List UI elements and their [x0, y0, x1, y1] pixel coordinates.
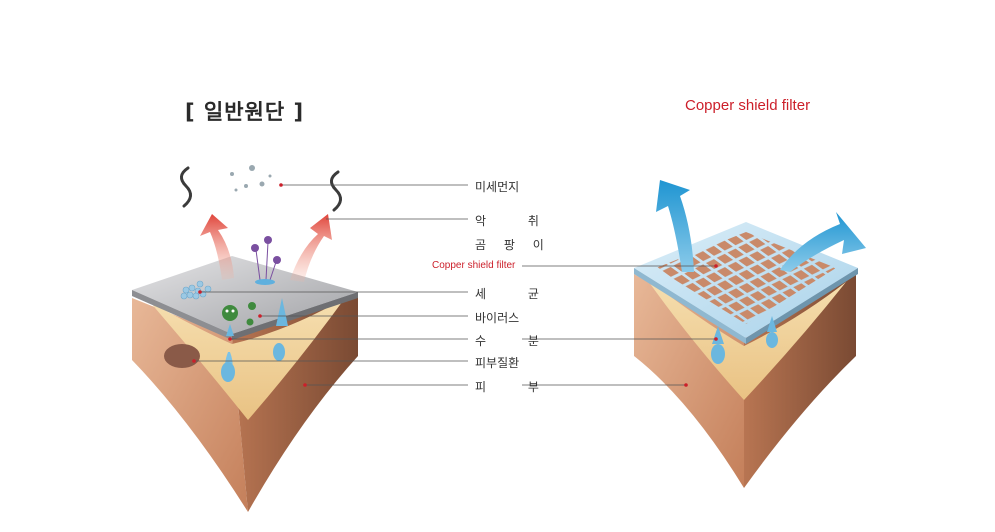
dust-particles — [230, 165, 272, 192]
callout-lines — [194, 184, 716, 386]
right-title: Copper shield filter — [685, 97, 811, 114]
copper-filter-block — [634, 180, 866, 488]
label-odor: 악 취 — [475, 214, 558, 228]
label-bacteria: 세 균 — [475, 287, 558, 301]
label-dust: 미세먼지 — [475, 180, 520, 194]
mold-group — [251, 236, 281, 285]
label-mold: 곰 팡 이 — [475, 238, 551, 252]
airflow-arrow-left — [656, 180, 694, 272]
skin-disease-spot — [164, 344, 200, 368]
smoke-left — [180, 166, 192, 208]
label-moisture: 수 분 — [475, 334, 558, 348]
left-title: [ 일반원단 ] — [185, 100, 305, 124]
callout-dots — [192, 183, 718, 387]
odor-arrow-right — [290, 214, 332, 282]
label-virus: 바이러스 — [475, 311, 520, 325]
label-filter: Copper shield filter — [432, 260, 516, 271]
virus-group — [222, 302, 256, 326]
airflow-arrow-right — [780, 212, 866, 272]
smoke-right — [330, 170, 342, 212]
normal-fabric-block — [132, 165, 358, 512]
odor-arrow-left — [200, 214, 234, 280]
label-skin-disease: 피부질환 — [475, 356, 520, 370]
label-skin: 피 부 — [475, 380, 558, 394]
